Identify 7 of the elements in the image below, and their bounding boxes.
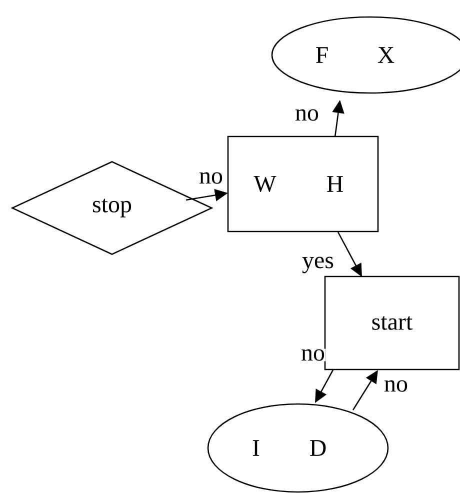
process-box: W H xyxy=(227,136,379,232)
edge-label: no xyxy=(294,108,320,122)
process-box: start xyxy=(324,276,460,370)
edge-label: no xyxy=(300,348,326,362)
edge-label: no xyxy=(384,380,408,392)
ellipse-node: I D xyxy=(207,403,389,493)
edge-label: yes xyxy=(302,256,334,274)
